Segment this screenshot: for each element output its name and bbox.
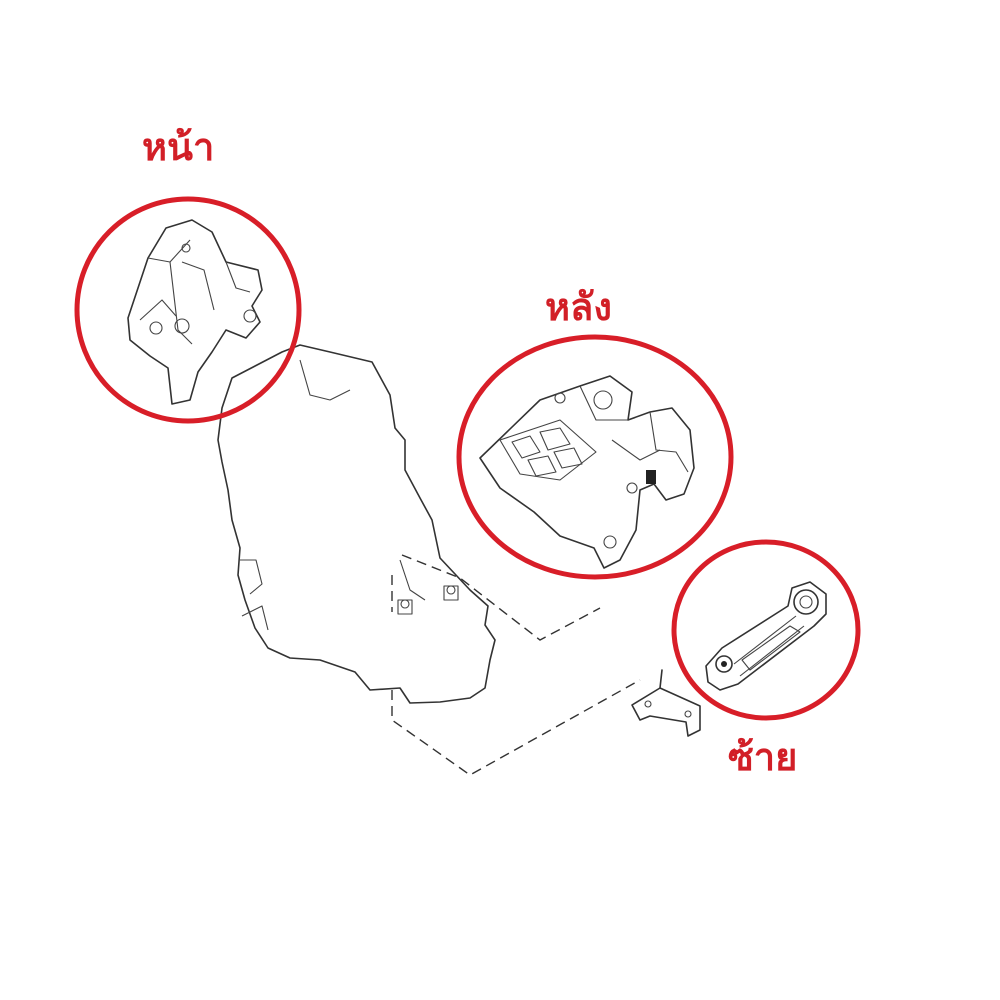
dashed-guide-lines: [391, 554, 641, 776]
left-mount-highlight-ellipse: [671, 539, 861, 721]
rear-mount-highlight-ellipse: [456, 334, 734, 580]
rear-mount-label: หลัง: [545, 285, 612, 329]
rear-mount-part: [479, 375, 695, 569]
front-mount-highlight-circle: [74, 196, 302, 424]
left-mount-label: ซ้าย: [728, 735, 798, 779]
front-mount-label: หน้า: [142, 125, 215, 169]
left-bracket-part: [631, 669, 701, 737]
front-mount-part: [127, 219, 263, 405]
engine-block-outline: [217, 344, 496, 704]
left-torque-rod-part: [705, 581, 827, 691]
